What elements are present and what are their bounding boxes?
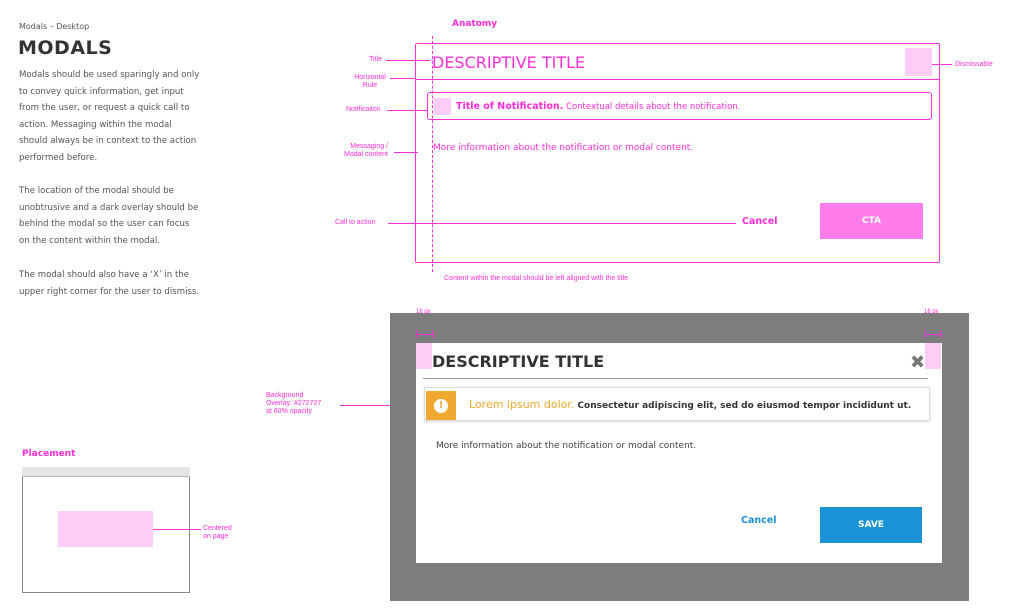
label-line: at 60% opacity [266, 408, 312, 415]
anatomy-notification-text: Title of Notification. Contextual detail… [456, 101, 740, 112]
label-line: Modal content [344, 151, 388, 158]
label-line: Centered [203, 525, 232, 532]
notification-lead: Lorem ipsum dolor. [469, 398, 575, 411]
cancel-button[interactable]: Cancel [741, 515, 777, 526]
label-centered: Centered on page [203, 525, 232, 541]
intro-paragraph-1: Modals should be used sparingly and only… [19, 67, 215, 166]
intro-paragraph-3: The modal should also have a ‘X’ in the … [19, 267, 215, 300]
notification-banner [424, 387, 930, 421]
anatomy-modal-title: DESCRIPTIVE TITLE [432, 53, 586, 72]
notification-title: Title of Notification. [456, 101, 564, 112]
text-line: action. Messaging within the modal [19, 119, 172, 130]
text-line: behind the modal so the user can focus [19, 219, 190, 229]
bracket-line [416, 334, 432, 335]
anatomy-notification-icon [434, 98, 451, 115]
anatomy-label: Anatomy [452, 19, 498, 29]
alignment-guide [432, 36, 433, 272]
text-line: The modal should also have a ‘X’ in the [19, 270, 190, 280]
browser-toolbar [22, 467, 190, 477]
text-line: from the user, or request a quick call t… [19, 103, 190, 113]
label-line: Background [266, 392, 304, 399]
warning-icon: ! [426, 391, 456, 420]
anatomy-cta-button: CTA [820, 203, 923, 239]
padding-indicator-right [925, 343, 941, 369]
label-notification: Notificaiton [346, 106, 381, 113]
text-line: on the content within the modal. [19, 235, 161, 246]
save-button[interactable]: SAVE [820, 507, 922, 543]
pointer-line [932, 64, 952, 65]
bracket-line [941, 330, 942, 338]
anatomy-modal [415, 43, 940, 263]
label-line: Overlay: #272727 [266, 400, 322, 407]
label-call-to-action: Call to action [335, 219, 376, 226]
text-line: Modals should be used sparingly and only [19, 70, 200, 80]
pointer-line [386, 60, 430, 61]
pointer-line [340, 405, 390, 406]
centered-modal-placeholder [58, 511, 153, 547]
label-line: Rule [362, 82, 378, 89]
padding-label-left: 16 px [416, 309, 431, 315]
pointer-line [394, 152, 418, 153]
label-alignment-note: Content within the modal should be left … [444, 275, 629, 282]
label-background-overlay: Background Overlay: #272727 at 60% opaci… [266, 392, 321, 416]
notification-text: Lorem ipsum dolor. Consectetur adipiscin… [469, 398, 911, 411]
anatomy-notification [427, 92, 932, 120]
label-messaging: Messaging / Modal content [330, 143, 388, 159]
label-line: on page [203, 533, 229, 540]
pointer-line [390, 78, 416, 79]
padding-indicator-left [416, 343, 432, 369]
pointer-line [153, 529, 201, 530]
pointer-line [387, 110, 427, 111]
text-line: should always be in context to the actio… [19, 136, 197, 146]
anatomy-horizontal-rule [416, 79, 939, 80]
close-icon[interactable]: ✖ [910, 352, 926, 373]
text-line: upper right corner for the user to dismi… [19, 286, 200, 297]
text-line: unobtrusive and a dark overlay should be [19, 202, 199, 213]
label-dismissable: Dismissable [955, 61, 993, 68]
padding-label-right: 16 px [924, 309, 939, 315]
modal-message: More information about the notification … [436, 441, 697, 451]
anatomy-message: More information about the notification … [433, 143, 694, 153]
text-line: performed before. [19, 152, 98, 163]
modal-horizontal-rule [423, 378, 928, 379]
bracket-line [925, 334, 941, 335]
notification-body: Consectetur adipiscing elit, sed do eius… [577, 401, 912, 411]
pointer-line [388, 223, 736, 224]
label-title: Title [369, 56, 382, 63]
label-horizontal-rule: Horizontal Rule [346, 74, 394, 90]
anatomy-dismiss-placeholder [905, 48, 932, 76]
modal-title: DESCRIPTIVE TITLE [432, 352, 605, 371]
notification-detail: Contextual details about the notificatio… [566, 102, 741, 112]
page-title: MODALS [18, 37, 113, 59]
anatomy-cancel-button: Cancel [742, 216, 778, 227]
text-line: to convey quick information, get input [19, 86, 184, 97]
intro-paragraph-2: The location of the modal should be unob… [19, 183, 215, 249]
bracket-line [432, 330, 433, 338]
breadcrumb: Modals – Desktop [19, 22, 90, 31]
label-line: Horizontal [354, 74, 386, 81]
label-line: Messaging / [350, 143, 388, 150]
text-line: The location of the modal should be [19, 186, 174, 196]
placement-label: Placement [22, 449, 76, 459]
